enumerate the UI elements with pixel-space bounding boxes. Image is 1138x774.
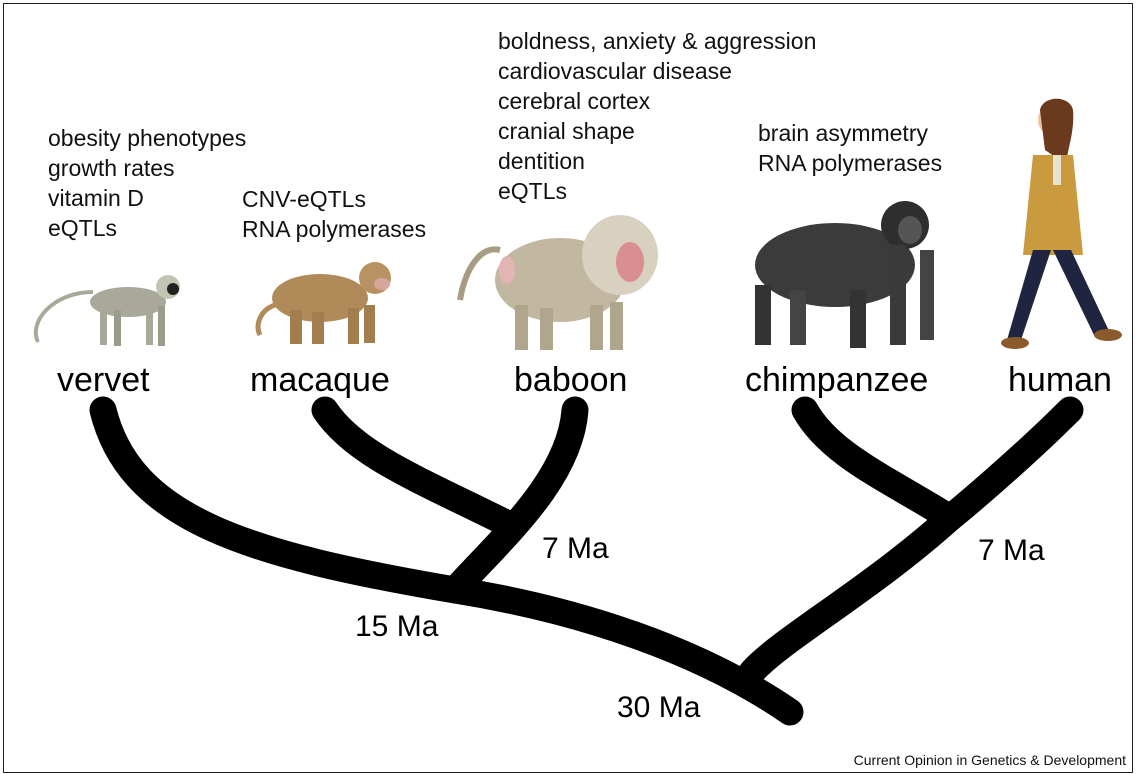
baboon-traits: boldness, anxiety & aggression cardiovas… [498,26,816,206]
trait-item: eQTLs [498,176,816,206]
branch-vervet [103,410,790,712]
branch-chimpanzee [805,410,950,518]
node-label-macaque-baboon: 7 Ma [542,531,609,567]
chimpanzee-image [730,190,950,355]
trait-item: RNA polymerases [242,214,426,244]
vervet-image [18,262,188,352]
chimpanzee-traits: brain asymmetry RNA polymerases [758,118,942,178]
trait-item: vitamin D [48,183,246,213]
species-label-macaque: macaque [250,360,390,400]
trait-item: CNV-eQTLs [242,184,426,214]
trait-item: RNA polymerases [758,148,942,178]
macaque-image [250,250,400,350]
figure-credit: Current Opinion in Genetics & Developmen… [854,752,1126,768]
trait-item: cardiovascular disease [498,56,816,86]
node-label-root: 30 Ma [617,690,700,726]
vervet-traits: obesity phenotypes growth rates vitamin … [48,123,246,243]
trait-item: obesity phenotypes [48,123,246,153]
branch-macaque [325,410,510,525]
species-label-chimpanzee: chimpanzee [745,360,928,400]
macaque-traits: CNV-eQTLs RNA polymerases [242,184,426,244]
trait-item: cerebral cortex [498,86,816,116]
trait-item: growth rates [48,153,246,183]
species-label-vervet: vervet [57,360,150,400]
human-image [995,95,1135,353]
baboon-image [455,210,665,355]
trait-item: boldness, anxiety & aggression [498,26,816,56]
node-label-chimp-human: 7 Ma [978,533,1045,569]
species-label-baboon: baboon [514,360,627,400]
species-label-human: human [1008,360,1112,400]
trait-item: eQTLs [48,213,246,243]
trait-item: brain asymmetry [758,118,942,148]
node-label-old-world-monkeys: 15 Ma [355,609,438,645]
